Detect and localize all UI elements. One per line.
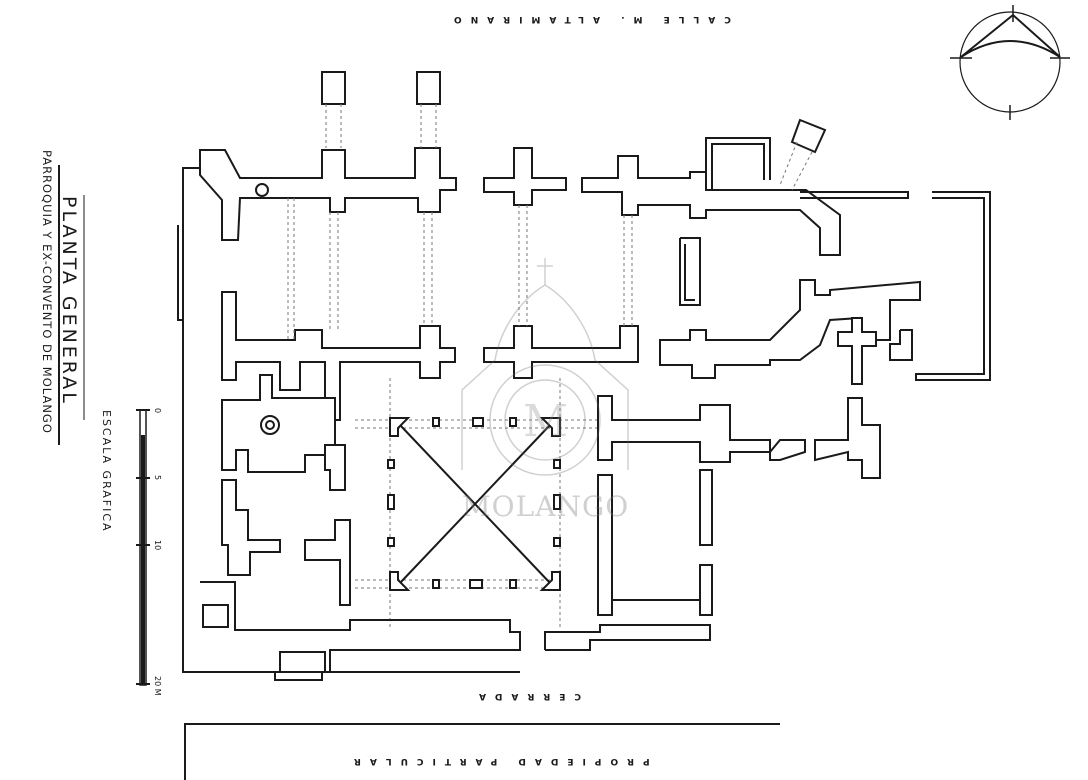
plan-subtitle: PARROQUIA Y EX-CONVENTO DE MOLANGO: [40, 150, 54, 434]
north-arrow-icon: [950, 5, 1070, 120]
watermark-seal: M: [461, 258, 629, 476]
svg-text:M: M: [523, 396, 568, 447]
watermark-text: MOLANGO: [462, 490, 630, 523]
north-walls: [199, 118, 991, 381]
scale-bar: [136, 409, 150, 686]
north-towers: [255, 71, 441, 197]
east-block: [544, 395, 881, 651]
scale-tick-20: 20 M: [153, 676, 162, 696]
property-label: PROPIEDAD PARTICULAR: [345, 756, 650, 766]
cross-walls: [221, 237, 921, 421]
scale-tick-5: 5: [153, 475, 162, 481]
outer-boundary: [177, 167, 520, 673]
street-label-top: CALLE M. ALTAMIRANO: [445, 14, 731, 24]
scale-label: ESCALA GRAFICA: [100, 410, 113, 533]
cloister: [387, 417, 561, 591]
plan-title: PLANTA GENERAL: [58, 196, 80, 406]
scale-tick-0: 0: [153, 408, 162, 414]
scale-tick-10: 10: [153, 540, 162, 551]
street-label-cerrada: CERRADA: [470, 691, 582, 701]
property-line: [184, 723, 780, 780]
west-block: [200, 374, 521, 681]
